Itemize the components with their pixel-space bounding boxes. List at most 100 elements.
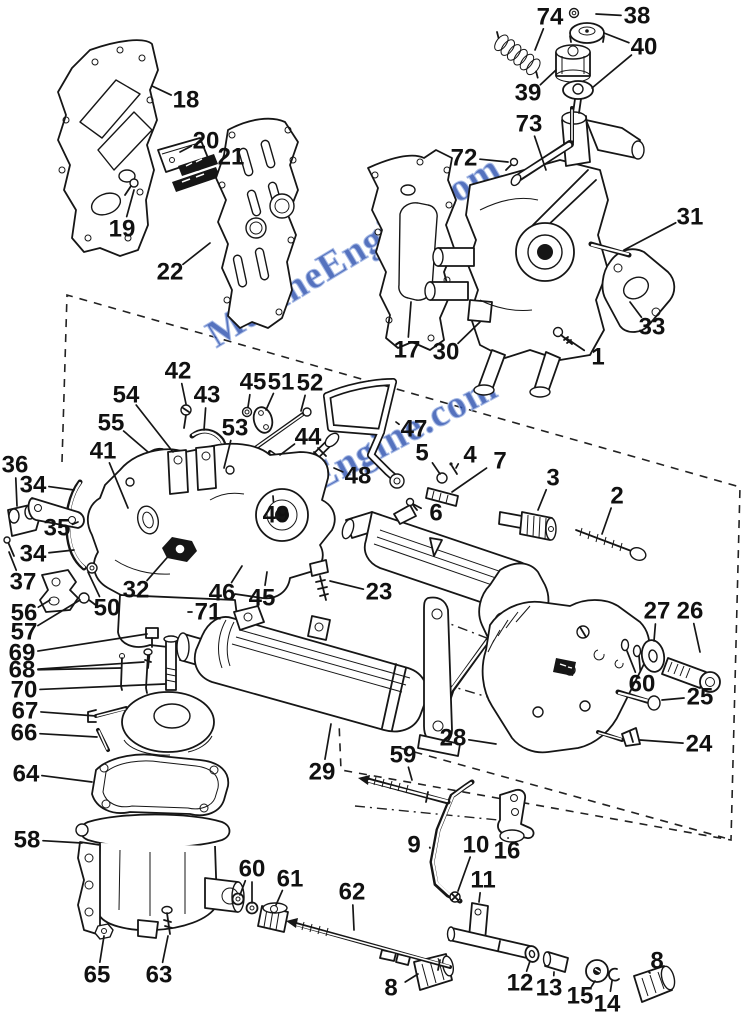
leader-line (601, 507, 612, 535)
part-number-70: 70 (11, 677, 38, 704)
part-callout-47: 47 (395, 416, 427, 443)
part-number-35: 35 (44, 515, 71, 542)
part-callout-38: 38 (595, 3, 650, 30)
part-callout-22: 22 (157, 242, 211, 286)
part-number-39: 39 (515, 80, 542, 107)
part-callout-66: 66 (11, 720, 98, 747)
part-number-46: 46 (209, 580, 236, 607)
leader-line (37, 599, 81, 627)
leader-line (108, 462, 129, 509)
part-number-42: 42 (165, 358, 192, 385)
leader-line (395, 421, 400, 426)
part-number-53: 53 (222, 415, 249, 442)
leader-line (239, 879, 247, 896)
part-callout-6: 6 (412, 500, 443, 527)
pin-4-drawing (449, 462, 458, 475)
part-number-57: 57 (11, 619, 38, 646)
part-number-60: 60 (629, 671, 656, 698)
part-number-68: 68 (9, 657, 36, 684)
part-callout-72: 72 (451, 145, 509, 172)
part-callout-17: 17 (394, 301, 420, 364)
leader-line (14, 477, 18, 507)
leader-line (279, 443, 296, 456)
part-callout-46: 46 (209, 565, 243, 607)
leader-line (457, 321, 481, 345)
leader-line (534, 27, 545, 51)
washer-40b-drawing (562, 80, 594, 114)
part-callout-9: 9 (407, 832, 431, 859)
leader-line (455, 462, 460, 469)
leader-line (661, 697, 685, 701)
gasket-18-drawing (57, 39, 159, 257)
gasket-33-drawing (601, 248, 676, 333)
sleeve-13-drawing (542, 951, 569, 973)
part-callout-45: 45 (249, 571, 275, 612)
leader-line (39, 732, 98, 738)
leader-line (41, 774, 93, 783)
part-callout-56: 56 (11, 599, 51, 627)
part-callout-28: 28 (440, 725, 497, 752)
part-callout-60: 60 (239, 856, 265, 904)
part-number-11: 11 (470, 867, 495, 894)
plate-22-drawing (215, 117, 299, 329)
leader-line (182, 242, 211, 266)
cam-plate-28-drawing (481, 599, 651, 754)
part-number-33: 33 (639, 314, 666, 341)
lever-47-drawing (323, 378, 405, 489)
part-number-18: 18 (173, 87, 200, 114)
part-number-43: 43 (194, 382, 221, 409)
part-callout-58: 58 (14, 827, 83, 854)
bolt-26-drawing (661, 657, 721, 693)
part-number-23: 23 (366, 579, 393, 606)
leader-line (639, 739, 684, 744)
part-number-25: 25 (687, 684, 714, 711)
part-callout-26: 26 (677, 598, 703, 653)
leader-line (626, 650, 637, 674)
leader-line (300, 394, 306, 412)
part-callout-8: 8 (384, 973, 419, 1002)
leader-line (653, 623, 657, 642)
part-number-40: 40 (631, 34, 658, 61)
leader-line (431, 462, 441, 475)
leader-line (146, 551, 173, 582)
nut-65-drawing (94, 923, 114, 940)
part-number-45: 45 (240, 369, 267, 396)
leader-line (37, 599, 51, 609)
part-callout-73: 73 (516, 111, 547, 171)
part-number-62: 62 (339, 879, 366, 906)
part-callout-63: 63 (146, 935, 172, 989)
part-number-15: 15 (567, 983, 594, 1010)
part-number-72: 72 (451, 145, 478, 172)
leader-line (37, 661, 145, 670)
part-callout-67: 67 (12, 698, 97, 725)
leader-line (230, 565, 243, 584)
leader-line (533, 135, 547, 171)
part-callout-64: 64 (13, 761, 93, 788)
screw-2-drawing (575, 527, 647, 561)
leader-line (565, 337, 586, 352)
leader-line (539, 69, 557, 86)
part-callout-24: 24 (639, 731, 713, 758)
leader-line (122, 430, 149, 453)
rod-9-drawing (429, 779, 475, 904)
clip-14-drawing (608, 967, 620, 982)
part-callout-39: 39 (515, 69, 557, 107)
leader-line (125, 189, 135, 218)
leader-line (595, 13, 622, 17)
float-bowl-58-drawing (75, 813, 245, 939)
lower-barrel-29-drawing (176, 596, 461, 757)
part-number-19: 19 (109, 216, 136, 243)
part-number-58: 58 (14, 827, 41, 854)
part-number-8: 8 (384, 975, 397, 1002)
leader-line (623, 221, 677, 251)
part-callout-4: 4 (455, 442, 477, 469)
part-callout-7: 7 (451, 448, 507, 493)
part-callout-23: 23 (329, 579, 393, 606)
leader-line (87, 571, 101, 598)
part-callout-60: 60 (626, 650, 656, 698)
part-callout-53: 53 (222, 415, 249, 469)
leader-line (407, 766, 413, 781)
part-number-24: 24 (686, 731, 713, 758)
part-callout-21: 21 (197, 144, 244, 171)
